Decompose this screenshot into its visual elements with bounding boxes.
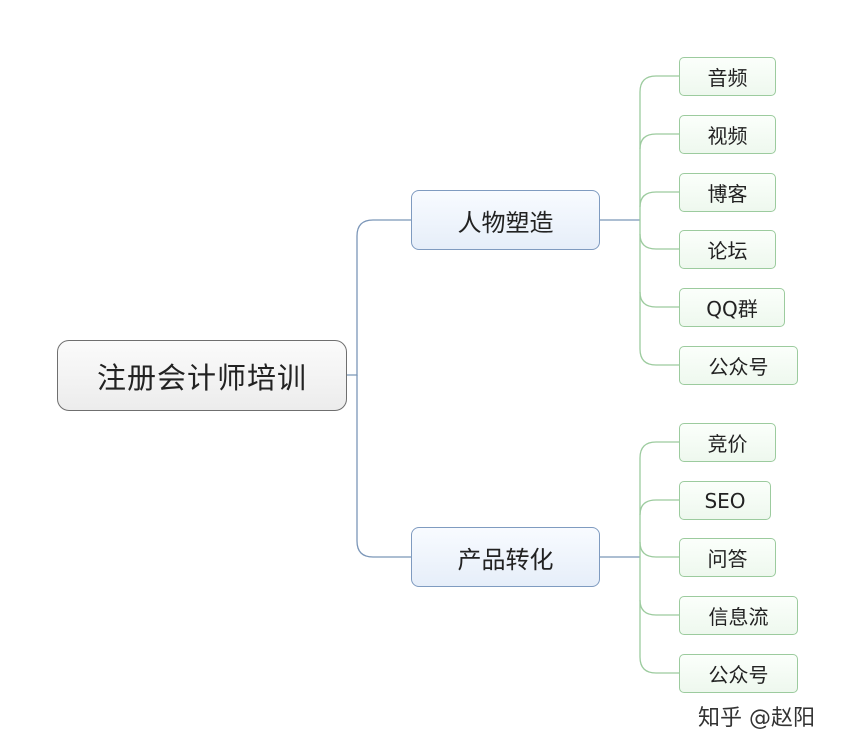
connector-leaf-shiping [639,133,679,150]
connector-leaf-wenda [639,541,679,558]
leaf-node-blog[interactable]: 博客 [679,173,776,212]
connector-leaf-boke [639,191,679,208]
connector-leaf-qq [639,291,679,308]
leaf-node-qq-group[interactable]: QQ群 [679,288,785,327]
leaf-node-feed[interactable]: 信息流 [679,596,798,635]
leaf-node-official-account-1[interactable]: 公众号 [679,346,798,385]
connector-branch-2-spine [639,441,679,674]
mindmap-root-node[interactable]: 注册会计师培训 [57,340,347,411]
connector-branch-1-spine [639,75,679,366]
leaf-node-video[interactable]: 视频 [679,115,776,154]
leaf-node-seo[interactable]: SEO [679,481,771,520]
leaf-node-audio[interactable]: 音频 [679,57,776,96]
connector-leaf-xinxiliu [639,599,679,616]
leaf-node-official-account-2[interactable]: 公众号 [679,654,798,693]
connector-root-branch-1 [347,219,411,376]
mindmap-branch-conversion[interactable]: 产品转化 [411,527,600,587]
connector-leaf-seo [639,499,679,516]
leaf-node-qa[interactable]: 问答 [679,538,776,577]
leaf-node-bidding[interactable]: 竞价 [679,423,776,462]
watermark-text: 知乎 @赵阳 [698,706,815,731]
connector-root-branch-2 [356,375,411,558]
connector-leaf-luntan [639,233,679,250]
leaf-node-forum[interactable]: 论坛 [679,230,776,269]
mindmap-branch-persona[interactable]: 人物塑造 [411,190,600,250]
